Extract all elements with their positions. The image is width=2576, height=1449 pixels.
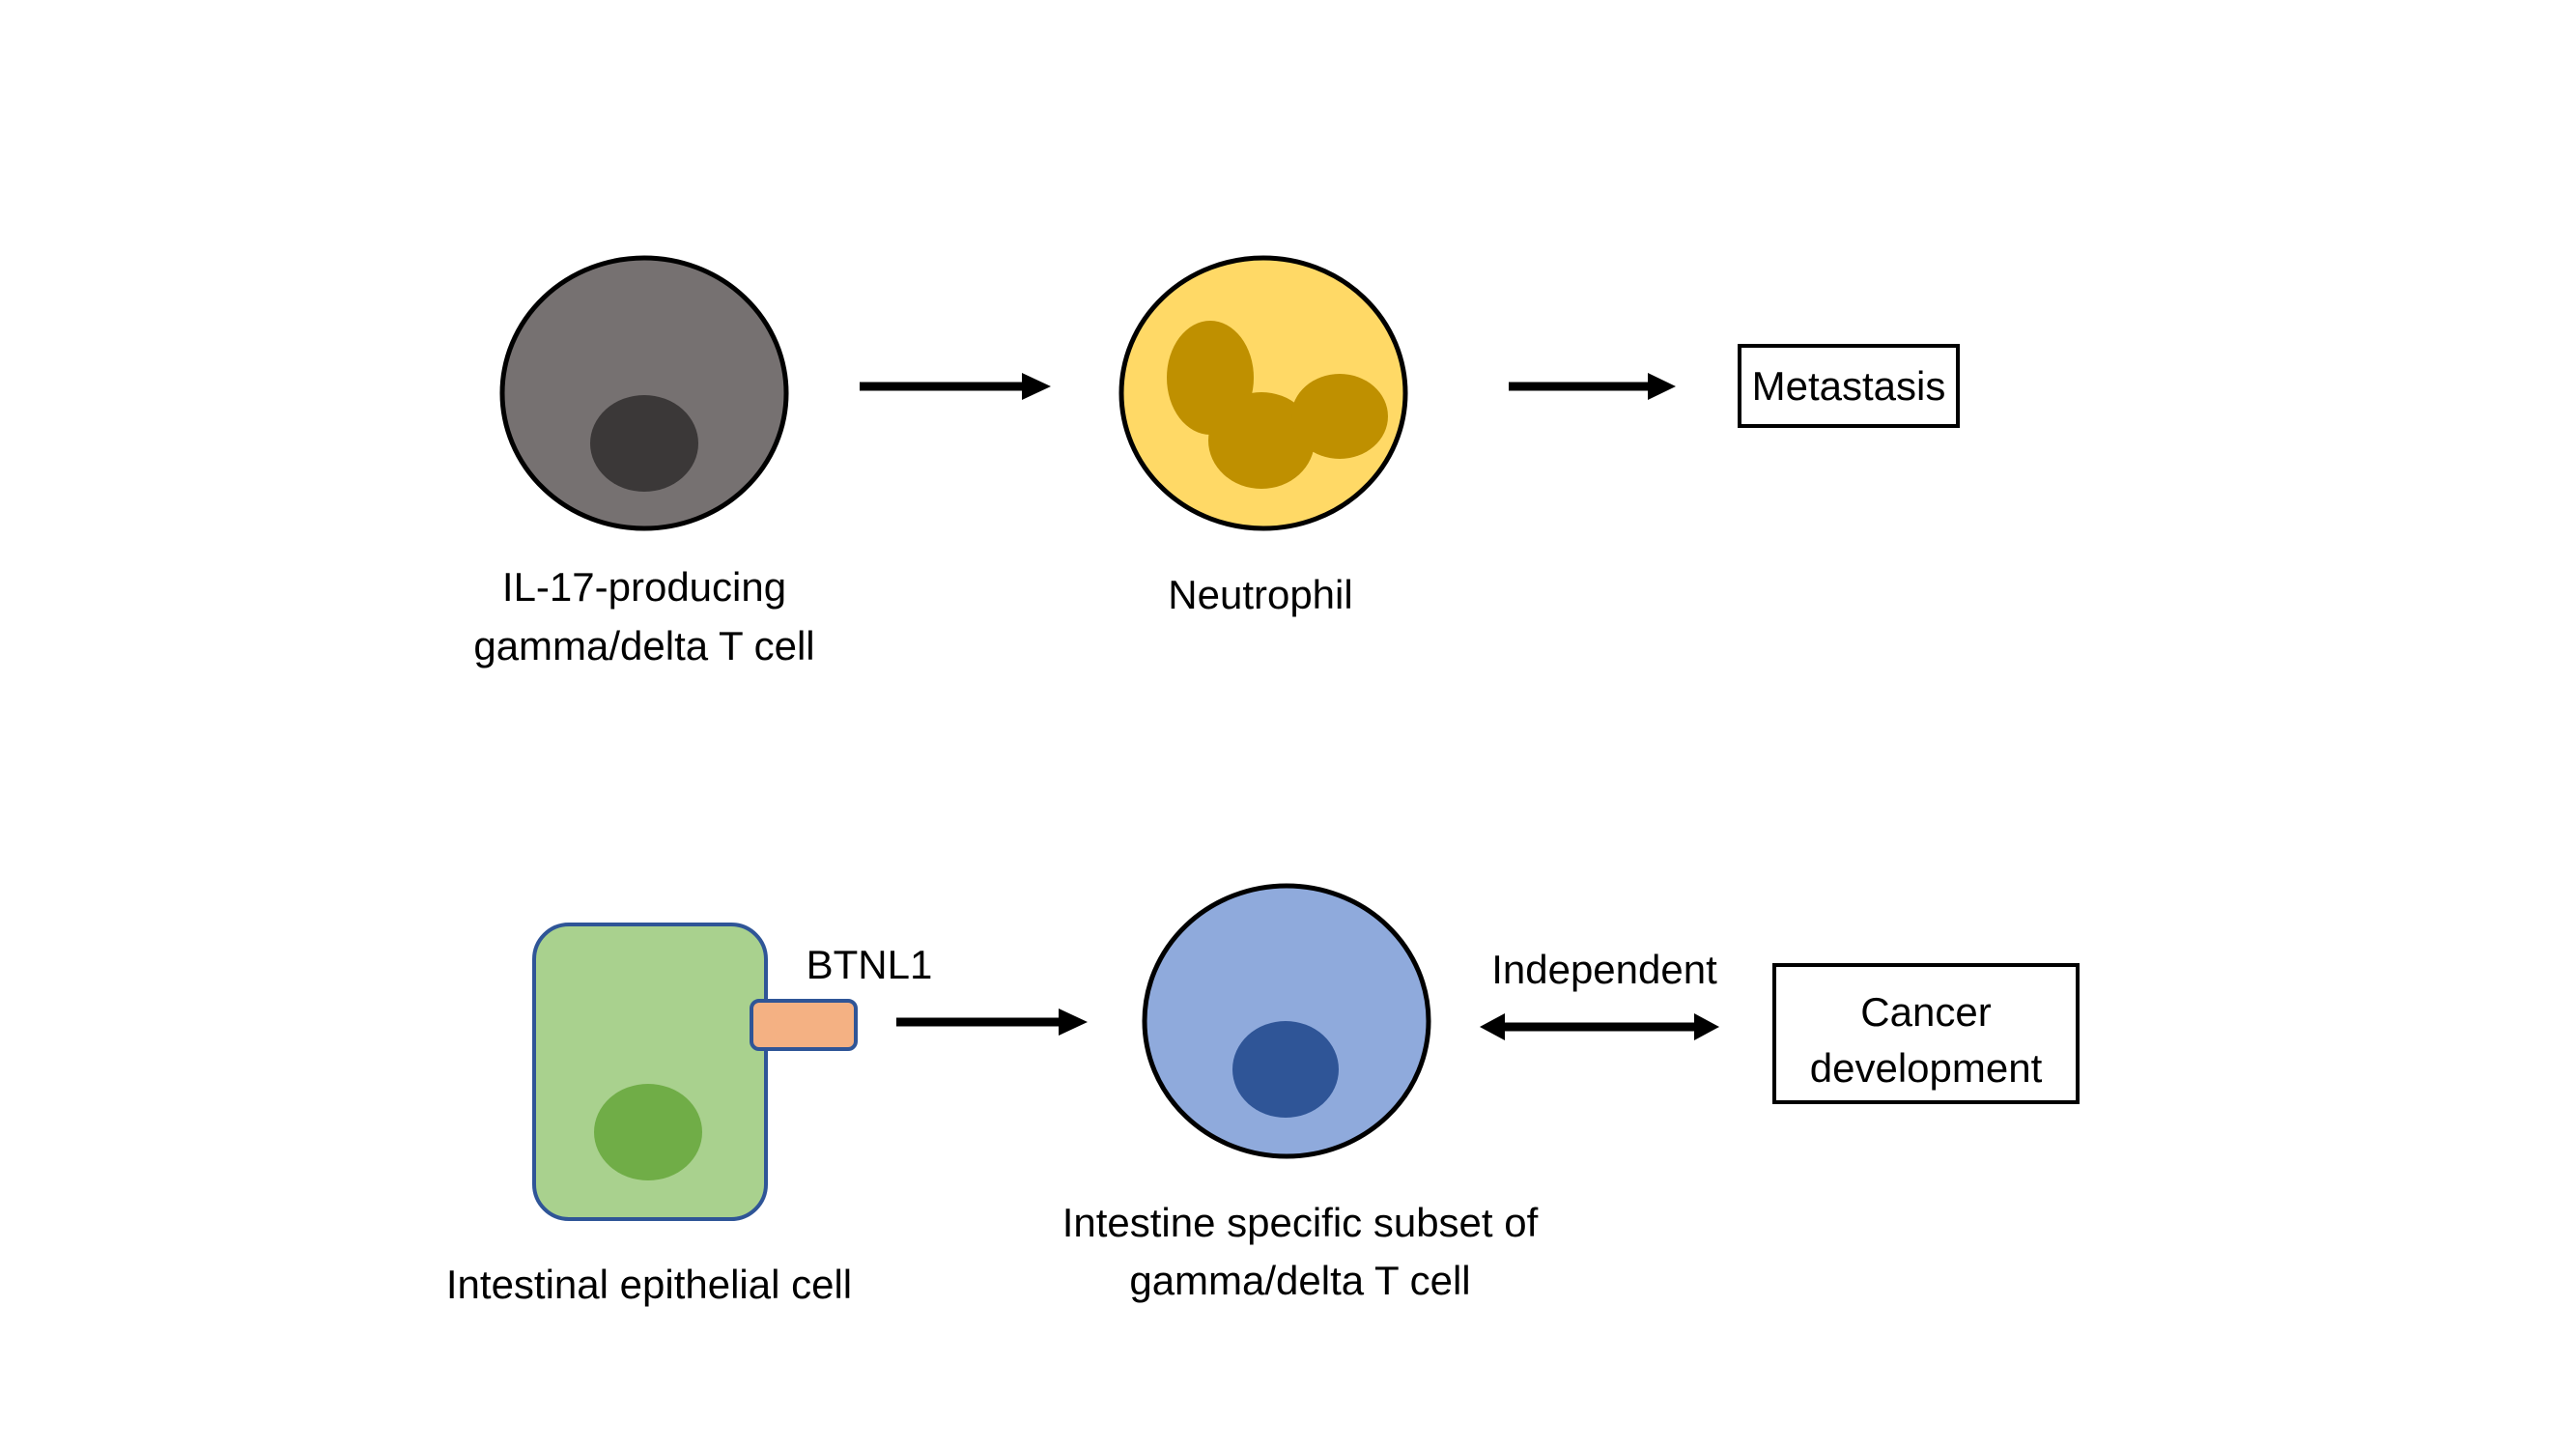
btnl1-receptor [750, 999, 858, 1051]
neutrophil-nucleus-lobe-2 [1208, 392, 1315, 489]
cancer-label-line1: Cancer [1860, 989, 1991, 1035]
intestine-specific-gamma-delta-t-cell [1142, 883, 1431, 1159]
il17-gamma-delta-t-cell [499, 255, 789, 531]
neutrophil-nucleus-lobe-3 [1291, 374, 1388, 459]
il17-t-cell-body [499, 255, 789, 531]
arrow-tcell-to-neutrophil [860, 373, 1051, 400]
cancer-label-line2: development [1810, 1045, 2043, 1091]
cancer-development-box: Cancer development [1772, 963, 2080, 1104]
intestinal-t-cell-body [1142, 883, 1431, 1159]
arrow-head-left-icon [1480, 1013, 1505, 1040]
btnl1-label: BTNL1 [807, 942, 933, 987]
neutrophil [1118, 255, 1408, 531]
arrow-head-icon [1022, 373, 1051, 400]
il17-t-cell-label-line1: IL-17-producing [502, 564, 786, 610]
metastasis-box: Metastasis [1738, 344, 1960, 428]
neutrophil-label: Neutrophil [1168, 572, 1352, 617]
independent-label: Independent [1491, 947, 1717, 992]
intestinal-t-cell-label-line1: Intestine specific subset of [1062, 1200, 1539, 1245]
metastasis-label: Metastasis [1752, 363, 1946, 409]
il17-t-cell-nucleus [590, 395, 698, 492]
epithelial-cell-nucleus [594, 1084, 702, 1180]
arrow-btnl1-to-tcell [896, 1009, 1088, 1036]
intestinal-epithelial-cell [532, 923, 858, 1221]
double-arrow-independent [1480, 1013, 1719, 1040]
il17-t-cell-label-line2: gamma/delta T cell [473, 623, 814, 668]
intestinal-t-cell-nucleus [1232, 1021, 1339, 1118]
epithelial-cell-body [532, 923, 768, 1221]
arrow-head-icon [1059, 1009, 1088, 1036]
epithelial-cell-label: Intestinal epithelial cell [446, 1262, 852, 1307]
arrow-head-icon [1648, 373, 1676, 400]
arrow-neutrophil-to-metastasis [1509, 373, 1676, 400]
arrow-head-right-icon [1694, 1013, 1719, 1040]
intestinal-t-cell-label-line2: gamma/delta T cell [1129, 1258, 1470, 1303]
